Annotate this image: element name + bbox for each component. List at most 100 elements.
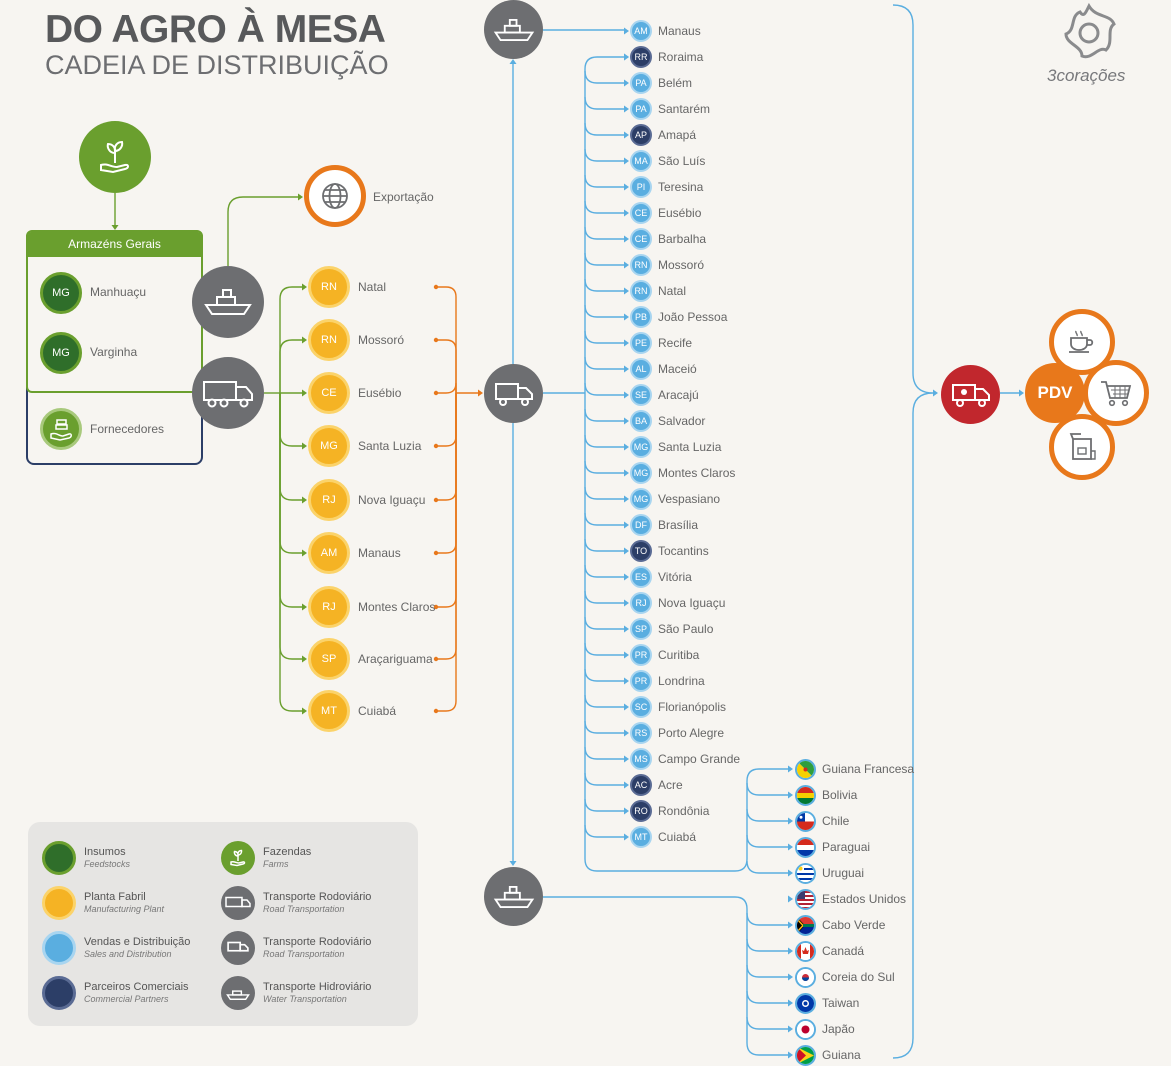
small-truck-icon xyxy=(494,382,533,406)
plant-name: Montes Claros xyxy=(358,600,436,614)
connector xyxy=(584,122,626,136)
arrow-head xyxy=(302,655,307,663)
arrow-head xyxy=(624,157,629,165)
connector xyxy=(584,486,626,500)
arrow-head xyxy=(302,389,307,397)
connector xyxy=(436,393,457,608)
connector xyxy=(584,668,626,682)
arrow-head xyxy=(624,729,629,737)
arrow-head xyxy=(624,105,629,113)
dot xyxy=(433,656,439,662)
country-name: Japão xyxy=(822,1022,855,1036)
connector xyxy=(279,393,305,712)
connector xyxy=(584,590,626,604)
legend-truck-big-icon xyxy=(221,886,263,920)
distribution-node: MS xyxy=(630,748,652,770)
distribution-node: CE xyxy=(630,228,652,250)
connector xyxy=(584,564,626,578)
arrow-head xyxy=(624,79,629,87)
distribution-name: Santa Luzia xyxy=(658,440,722,454)
arrow-head xyxy=(788,947,793,955)
arrow-head xyxy=(302,549,307,557)
canada-flag-icon xyxy=(795,941,816,962)
page-title: DO AGRO À MESA xyxy=(45,8,386,51)
taiwan-flag-icon xyxy=(795,993,816,1014)
arrow-head xyxy=(788,921,793,929)
legend-item-truck-small: Transporte Rodoviário Road Transportatio… xyxy=(221,931,371,965)
plant-name: Cuiabá xyxy=(358,704,397,718)
brand-name: 3corações xyxy=(1047,66,1126,85)
connector xyxy=(436,286,457,393)
arrow-head xyxy=(788,999,793,1007)
pdv-node: PDV xyxy=(1025,363,1085,423)
connector xyxy=(746,938,790,952)
plant-name: Manaus xyxy=(358,546,401,560)
connector xyxy=(746,834,790,848)
connector xyxy=(584,96,626,110)
warehouses-title: Armazéns Gerais xyxy=(28,232,201,257)
water-transport-node xyxy=(192,266,264,338)
distribution-node: SE xyxy=(630,384,652,406)
distribution-node: DF xyxy=(630,514,652,536)
distribution-name: Recife xyxy=(658,336,693,350)
legend-feedstocks-icon xyxy=(42,841,84,875)
distribution-name: Vespasiano xyxy=(658,492,721,506)
distribution-name: Vitória xyxy=(658,570,692,584)
arrow-head xyxy=(624,495,629,503)
arrow-head xyxy=(302,442,307,450)
distribution-node: MG xyxy=(630,488,652,510)
connector xyxy=(543,896,790,1056)
plant-node: RJ xyxy=(308,586,350,628)
connector xyxy=(584,278,626,292)
warehouse-code-1: MG xyxy=(40,332,82,374)
arrow-head xyxy=(624,573,629,581)
connector xyxy=(584,70,626,84)
country-name: Coreia do Sul xyxy=(822,970,895,984)
warehouse-code-0: MG xyxy=(40,272,82,314)
connector xyxy=(279,393,305,608)
connector xyxy=(584,460,626,474)
connector xyxy=(279,393,305,660)
legend-ship-icon xyxy=(221,976,263,1010)
distribution-name: Manaus xyxy=(658,24,701,38)
delivery-truck-icon xyxy=(951,383,990,407)
arrow-head xyxy=(624,339,629,347)
plant-in-hand-icon xyxy=(100,140,129,174)
arrow-head xyxy=(788,895,793,903)
arrow-head xyxy=(298,193,303,201)
arrow-head xyxy=(788,791,793,799)
big-truck-icon xyxy=(203,381,253,408)
arrow-head xyxy=(624,443,629,451)
arrow-head xyxy=(624,53,629,61)
arrow-head xyxy=(624,781,629,789)
road-transport-node-left xyxy=(192,357,264,429)
distribution-node: RO xyxy=(630,800,652,822)
distribution-name: Montes Claros xyxy=(658,466,736,480)
distribution-name: Salvador xyxy=(658,414,706,428)
arrow-head xyxy=(478,389,483,397)
connector xyxy=(436,393,457,712)
connector xyxy=(746,964,790,978)
arrow-head xyxy=(624,755,629,763)
legend-item-plant: Planta Fabril Manufacturing Plant xyxy=(42,886,164,920)
plant-name: Mossoró xyxy=(358,333,405,347)
dot xyxy=(433,708,439,714)
warehouse-name-1: Varginha xyxy=(90,345,138,359)
distribution-name: Barbalha xyxy=(658,232,707,246)
arrow-head xyxy=(624,599,629,607)
arrow-head xyxy=(302,496,307,504)
connector xyxy=(436,393,457,660)
plant-node: RN xyxy=(308,319,350,361)
country-name: Estados Unidos xyxy=(822,892,907,906)
arrow-head xyxy=(624,209,629,217)
legend-sales-icon xyxy=(42,931,84,965)
ship-icon xyxy=(493,885,534,908)
distribution-name: Porto Alegre xyxy=(658,726,725,740)
export-label: Exportação xyxy=(373,190,434,204)
arrow-head xyxy=(624,313,629,321)
connector xyxy=(584,694,626,708)
country-name: Guiana Francesa xyxy=(822,762,915,776)
country-name: Guiana xyxy=(822,1048,861,1062)
distribution-node: MG xyxy=(630,462,652,484)
connector xyxy=(746,808,790,822)
